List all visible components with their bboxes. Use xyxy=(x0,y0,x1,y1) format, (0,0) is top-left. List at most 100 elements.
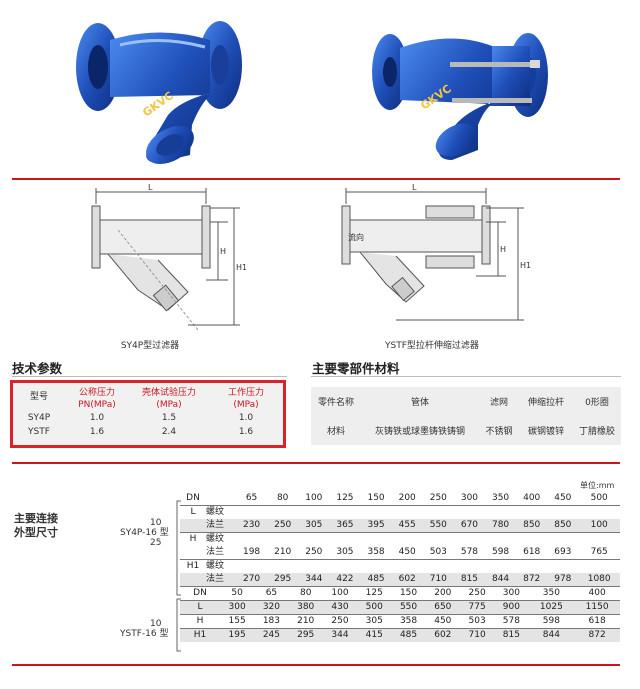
table-cell: 100 xyxy=(305,493,323,503)
table-cell: 395 xyxy=(360,519,392,533)
materials-cell: 不锈钢 xyxy=(485,427,513,437)
table-cell xyxy=(298,559,330,573)
tech-unit-working: (MPa) xyxy=(233,400,259,410)
row-label xyxy=(180,519,206,533)
table-cell: 198 xyxy=(242,547,261,557)
table-cell xyxy=(422,559,454,573)
table-cell: 1150 xyxy=(574,600,620,615)
row-sublabel xyxy=(206,492,236,506)
table-cell: 344 xyxy=(322,628,358,642)
tech-header-shell: 壳体试验压力 xyxy=(141,388,196,398)
table-cell: 250 xyxy=(322,614,358,629)
ystf-dim-H: H xyxy=(500,245,506,254)
table-cell xyxy=(485,532,517,546)
dimensions-title-line2: 外型尺寸 xyxy=(14,526,58,539)
tech-header-model: 型号 xyxy=(29,392,48,402)
table-cell: 295 xyxy=(267,573,299,586)
tech-title: 技术参数 xyxy=(12,361,63,376)
top-divider xyxy=(12,178,620,180)
table-cell: 344 xyxy=(298,573,330,586)
tech-cell: 1.6 xyxy=(238,427,254,437)
table-cell: 250 xyxy=(305,547,323,557)
table-cell xyxy=(485,559,517,573)
table-cell: 602 xyxy=(391,573,423,586)
row-sublabel: 螺纹 xyxy=(206,559,236,573)
table-cell: 850 xyxy=(516,519,548,533)
table-cell xyxy=(391,559,423,573)
table-cell: 598 xyxy=(491,547,510,557)
sy4p-dim-H1: H1 xyxy=(236,263,247,272)
table-cell: 358 xyxy=(391,614,426,629)
table-cell: 618 xyxy=(574,614,620,629)
table-cell: 422 xyxy=(329,573,361,586)
table-cell: 210 xyxy=(288,614,323,629)
table-cell: 550 xyxy=(422,519,454,533)
table-cell xyxy=(547,505,579,519)
tech-cell: SY4P xyxy=(27,413,51,423)
table-cell: 350 xyxy=(491,493,510,503)
sy4p-model-name: SY4P- xyxy=(120,528,146,538)
ystf-model-name: YSTF- xyxy=(120,629,146,639)
table-cell: 50 xyxy=(220,586,255,601)
table-cell: 305 xyxy=(336,547,354,557)
table-cell: 200 xyxy=(398,493,416,503)
row-sublabel: 法兰 xyxy=(206,519,236,533)
table-cell xyxy=(516,505,548,519)
table-cell: 450 xyxy=(554,493,572,503)
tech-cell: 1.6 xyxy=(89,427,105,437)
table-cell: 455 xyxy=(391,519,423,533)
table-cell: 100 xyxy=(322,586,358,601)
table-cell: 400 xyxy=(523,493,541,503)
table-cell: 295 xyxy=(288,628,323,642)
table-cell xyxy=(329,505,361,519)
table-cell: 650 xyxy=(425,600,460,615)
row-label: H1 xyxy=(180,628,220,642)
sy4p-caption: SY4P型过滤器 xyxy=(120,341,180,351)
table-cell: 250 xyxy=(429,493,447,503)
table-cell xyxy=(329,559,361,573)
table-cell: 300 xyxy=(494,586,529,601)
row-sublabel: 螺纹 xyxy=(206,505,236,519)
table-cell xyxy=(485,505,517,519)
materials-cell: 丁腈橡胶 xyxy=(578,427,615,437)
sy4p-valve-photo: GKVC xyxy=(76,21,242,164)
row-label: L xyxy=(180,505,206,519)
table-cell: 578 xyxy=(460,547,479,557)
table-cell: 365 xyxy=(329,519,361,533)
table-cell: 815 xyxy=(494,628,529,642)
table-cell: 978 xyxy=(547,573,579,586)
table-cell xyxy=(422,505,454,519)
table-cell: 602 xyxy=(425,628,460,642)
flow-direction-label: 流向 xyxy=(348,232,364,242)
table-cell: 710 xyxy=(422,573,454,586)
ystf-pn-top: 10 xyxy=(150,619,162,629)
sy4p-model-suffix: 型 xyxy=(159,528,169,538)
table-cell: 485 xyxy=(360,573,392,586)
unit-label: 单位:mm xyxy=(580,481,615,490)
tech-cell: YSTF xyxy=(28,427,50,437)
materials-table: 零件名称 管体 滤网 伸缩拉杆 0形圈 材料 灰铸铁或球墨铸铁铸钢 不锈钢 碳钢… xyxy=(311,387,621,445)
tech-header-nominal: 公称压力 xyxy=(78,388,115,398)
table-cell xyxy=(236,532,268,546)
table-cell: 150 xyxy=(391,586,426,601)
row-label xyxy=(180,573,206,586)
table-cell: 618 xyxy=(523,547,541,557)
table-cell: 350 xyxy=(528,586,575,601)
table-cell: 872 xyxy=(516,573,548,586)
table-cell: 503 xyxy=(459,614,495,629)
ystf-dim-H1: H1 xyxy=(520,261,531,270)
table-cell: 500 xyxy=(357,600,392,615)
table-cell: 65 xyxy=(254,586,289,601)
table-cell xyxy=(298,505,330,519)
table-cell: 844 xyxy=(528,628,575,642)
sy4p-dim-H: H xyxy=(220,247,226,256)
